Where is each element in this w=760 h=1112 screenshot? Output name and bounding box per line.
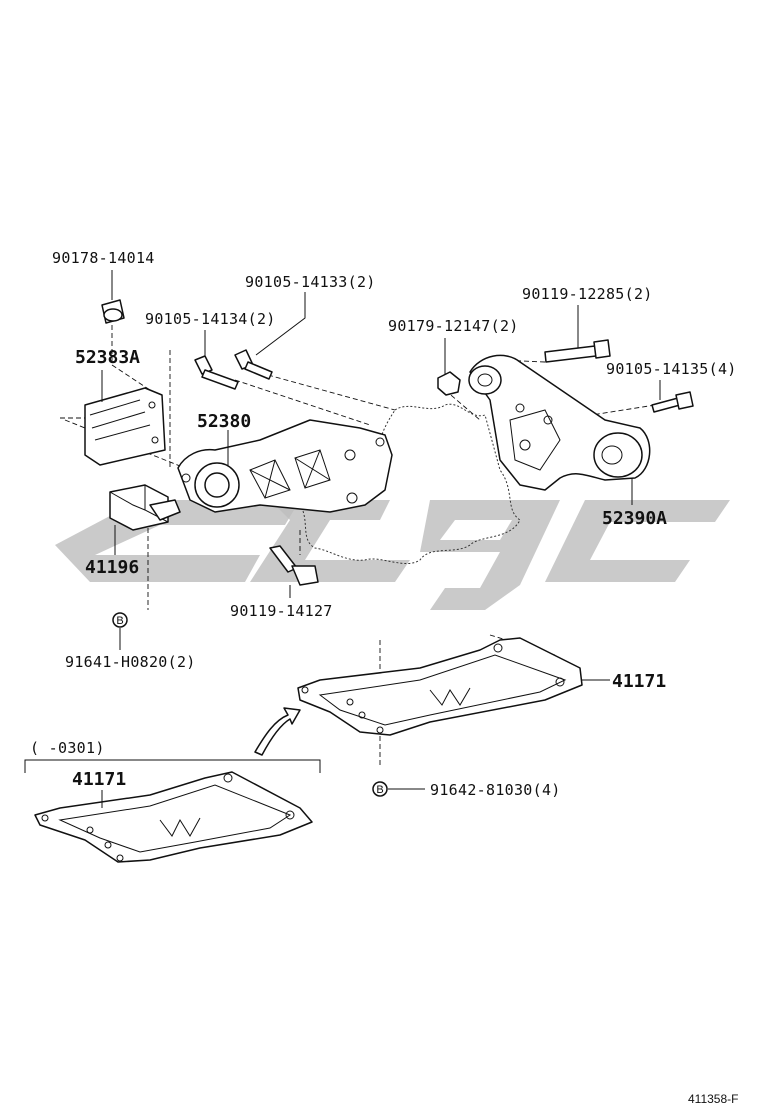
curved-arrow <box>254 707 301 756</box>
figure-id: 411358-F <box>688 1092 738 1106</box>
marker-b-91642: B <box>372 781 388 797</box>
bolt-90105-14133 <box>234 349 273 380</box>
engine-mount-52380 <box>177 419 393 513</box>
label-41171-right: 41171 <box>612 671 666 692</box>
bolt-90105-14135 <box>651 391 694 413</box>
marker-b-91641: B <box>112 612 128 628</box>
marker-letter: B <box>376 784 383 796</box>
label-range-note: ( -0301) <box>30 739 105 757</box>
label-90105-14134: 90105-14134(2) <box>145 310 276 328</box>
label-52390A: 52390A <box>602 508 667 529</box>
label-41196: 41196 <box>85 557 139 578</box>
label-90119-12285: 90119-12285(2) <box>522 285 653 303</box>
assembly-line <box>111 325 151 391</box>
assembly-line <box>234 379 371 426</box>
bolt-90119-12285 <box>544 339 611 363</box>
label-41171-left: 41171 <box>72 769 126 790</box>
label-52380: 52380 <box>197 411 251 432</box>
label-52383A: 52383A <box>75 347 140 368</box>
leader-line <box>255 292 306 356</box>
stopper-90178 <box>101 299 125 324</box>
nut-90179 <box>437 371 461 396</box>
assembly-line <box>267 374 396 411</box>
label-90119-14127: 90119-14127 <box>230 602 333 620</box>
label-91641-H0820: 91641-H0820(2) <box>65 653 196 671</box>
damper-41196 <box>109 484 181 531</box>
engine-under-cover-41171-left <box>34 771 313 863</box>
engine-mount-52390A <box>468 354 651 491</box>
engine-under-cover-41171-right <box>297 637 583 736</box>
marker-letter: B <box>116 615 123 627</box>
label-90105-14135: 90105-14135(4) <box>606 360 737 378</box>
label-90105-14133: 90105-14133(2) <box>245 273 376 291</box>
label-90178-14014: 90178-14014 <box>52 249 155 267</box>
bolt-90105-14134 <box>194 355 239 390</box>
range-bracket <box>24 759 321 773</box>
bolt-90119-14127 <box>269 545 319 586</box>
label-90179-12147: 90179-12147(2) <box>388 317 519 335</box>
bracket-52383A <box>84 387 166 466</box>
label-91642-81030: 91642-81030(4) <box>430 781 561 799</box>
